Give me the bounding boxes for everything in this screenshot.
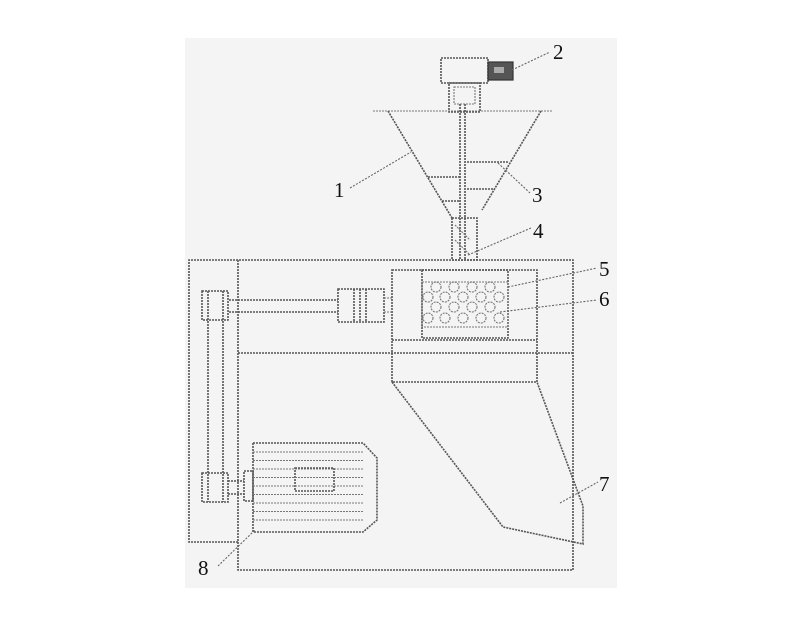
roller-tooth <box>448 301 460 313</box>
drawing-background <box>185 38 617 588</box>
leader-lines <box>217 51 599 567</box>
screw-conveyor <box>428 104 508 260</box>
roller-tooth <box>439 291 451 303</box>
roller-tooth <box>457 291 469 303</box>
roller-tooth <box>493 291 505 303</box>
label-3: 3 <box>532 183 543 207</box>
roller-tooth <box>493 312 505 324</box>
roller-tooth <box>430 281 442 293</box>
roller-tooth <box>466 281 478 293</box>
belt-drive <box>201 290 229 503</box>
discharge-chute <box>391 381 584 545</box>
roller-tooth <box>484 281 496 293</box>
roller-tooth <box>484 301 496 313</box>
label-2: 2 <box>553 40 564 64</box>
roller-tooth <box>430 301 442 313</box>
roller-tooth <box>448 281 460 293</box>
crushing-roller <box>422 281 505 324</box>
roller-tooth <box>466 301 478 313</box>
label-4: 4 <box>533 219 544 243</box>
roller-tooth <box>475 291 487 303</box>
roller-tooth <box>439 312 451 324</box>
label-1: 1 <box>334 178 345 202</box>
machine-frame <box>188 259 574 571</box>
roller-tooth <box>422 291 434 303</box>
drive-motor <box>228 442 378 533</box>
label-7: 7 <box>599 472 610 496</box>
roller-tooth <box>457 312 469 324</box>
roller-tooth <box>422 312 434 324</box>
roller-tooth <box>475 312 487 324</box>
label-8: 8 <box>198 556 209 580</box>
crushing-chamber <box>391 269 538 383</box>
label-5: 5 <box>599 257 610 281</box>
drive-shaft <box>229 288 392 323</box>
label-6: 6 <box>599 287 610 311</box>
